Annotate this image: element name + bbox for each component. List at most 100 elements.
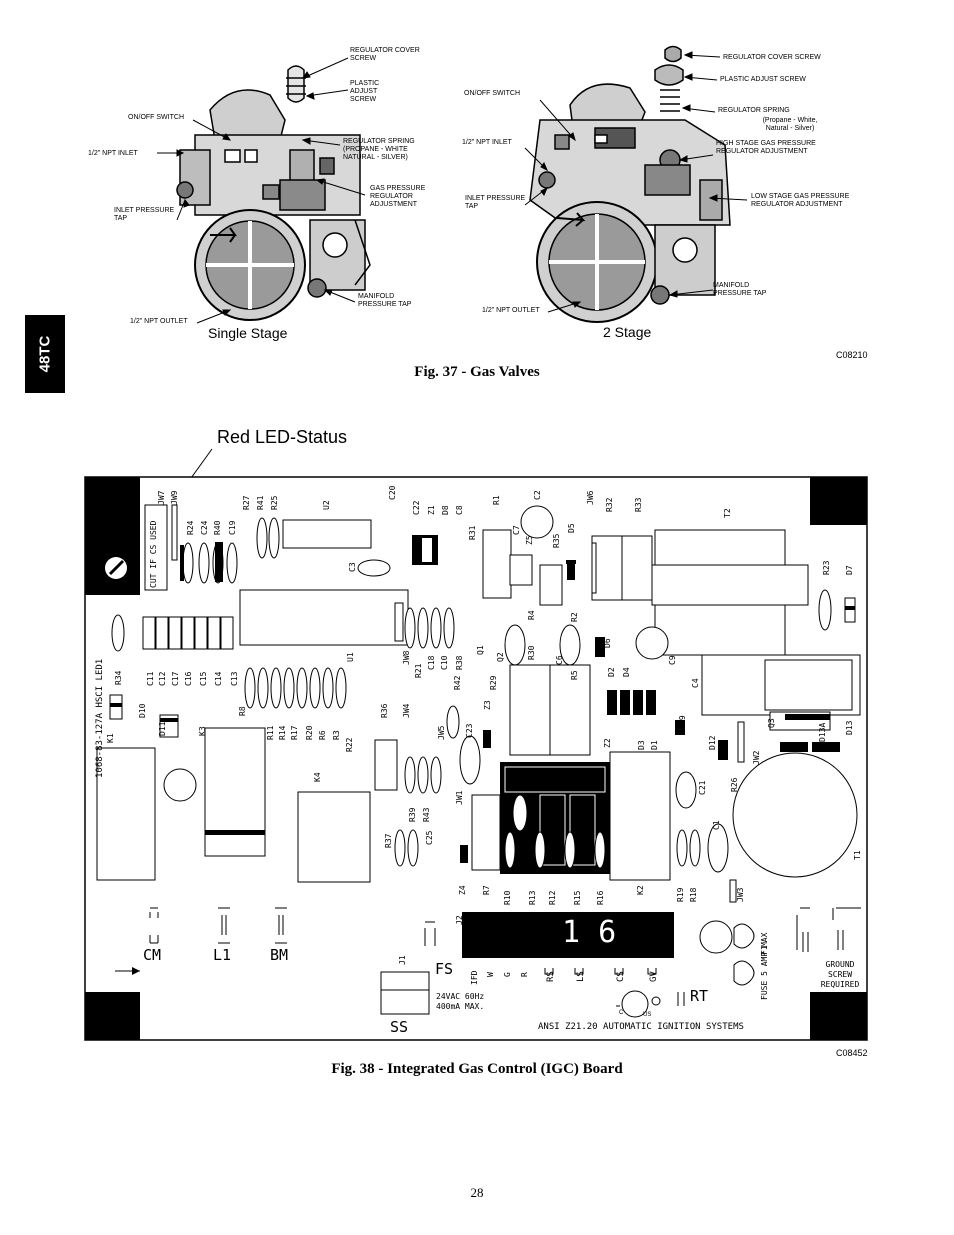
csa-c: C [619, 1010, 624, 1016]
designator-d1: D1 [650, 740, 659, 750]
label-npt-outlet: 1/2" NPT OUTLET [130, 318, 188, 325]
designator-d5: D5 [567, 523, 576, 533]
designator-c2: C2 [533, 490, 542, 500]
label-2s-high-stage: HIGH STAGE GAS PRESSURE REGULATOR ADJUST… [716, 140, 816, 155]
designator-c15: C15 [199, 671, 208, 686]
designator-d6: D6 [603, 638, 612, 648]
designator-c16: C16 [184, 671, 193, 686]
transformer-note: 24VAC 60Hz 400mA MAX. [436, 992, 485, 1011]
two-stage-title: 2 Stage [603, 324, 652, 340]
designator-c17: C17 [171, 671, 180, 686]
board-part-number: 1068-83-127A HSCI LED1 [95, 658, 105, 778]
certification-text: ANSI Z21.20 AUTOMATIC IGNITION SYSTEMS [538, 1022, 744, 1032]
section-tab: 48TC [25, 315, 65, 393]
designator-z1: Z1 [427, 505, 436, 515]
designator-c12: C12 [158, 671, 167, 686]
pin-ls: LS [576, 971, 586, 982]
designator-r42: R42 [453, 675, 462, 690]
designator-r30: R30 [527, 645, 536, 660]
single-stage-title: Single Stage [208, 325, 288, 341]
designator-c22: C22 [412, 500, 421, 515]
fig38-caption: Fig. 38 - Integrated Gas Control (IGC) B… [331, 1061, 623, 1077]
designator-r22: R22 [345, 737, 354, 752]
designator-z3: Z3 [483, 700, 492, 710]
label-on-off-switch: ON/OFF SWITCH [128, 114, 184, 121]
designator-r12: R12 [548, 890, 557, 905]
designator-r15: R15 [573, 890, 582, 905]
ground-screw-label: GROUND SCREW REQUIRED [820, 960, 860, 989]
designator-d13: D13 [845, 720, 854, 735]
gas-valves-illustration [157, 45, 748, 324]
designator-r2: R2 [570, 612, 579, 622]
designator-d2: D2 [607, 667, 616, 677]
pin-cs: CS [616, 971, 626, 982]
designator-r27: R27 [242, 495, 251, 510]
designator-r20: R20 [305, 725, 314, 740]
designator-d4: D4 [622, 667, 631, 677]
pin-ifd: IFD [470, 970, 479, 985]
designator-d10: D10 [138, 703, 147, 718]
designator-r14: R14 [278, 725, 287, 740]
designator-jw1: JW1 [455, 790, 464, 805]
designator-r29: R29 [489, 675, 498, 690]
terminal-fs: FS [435, 960, 454, 978]
fig38-code: C08452 [836, 1048, 868, 1058]
designator-jw6: JW6 [586, 490, 595, 505]
designator-c24: C24 [200, 520, 209, 535]
designator-r34: R34 [114, 670, 123, 685]
label-2s-regulator-spring: REGULATOR SPRING [718, 107, 790, 114]
fig37-code: C08210 [836, 350, 868, 360]
label-2s-inlet-pressure-tap: INLET PRESSURE TAP [465, 195, 526, 210]
fig37-caption: Fig. 37 - Gas Valves [414, 364, 540, 380]
designator-r8: R8 [238, 706, 247, 716]
designator-r9: R9 [515, 840, 524, 850]
label-2s-plastic-adjust-screw: PLASTIC ADJUST SCREW [720, 76, 806, 83]
designator-r6: R6 [318, 730, 327, 740]
label-2s-npt-inlet: 1/2" NPT INLET [462, 139, 512, 146]
board-digits: 1 6 [562, 915, 617, 950]
designator-jw2: JW2 [752, 750, 761, 765]
designator-r40: R40 [213, 520, 222, 535]
designator-z4: Z4 [458, 885, 467, 895]
label-2s-on-off-switch: ON/OFF SWITCH [464, 90, 520, 97]
designator-j1: J1 [398, 955, 407, 965]
label-2s-npt-outlet: 1/2" NPT OUTLET [482, 307, 540, 314]
designator-r18: R18 [689, 887, 698, 902]
designator-r39: R39 [408, 807, 417, 822]
label-regulator-spring: REGULATOR SPRING (PROPANE - WHITE NATURA… [343, 138, 415, 161]
designator-r5: R5 [570, 670, 579, 680]
cut-if-cs-used-label: CUT IF CS USED [149, 520, 158, 588]
designator-c21: C21 [698, 780, 707, 795]
designator-d11: D11 [158, 721, 167, 736]
designator-r19: R19 [676, 887, 685, 902]
label-2s-regulator-spring-note: (Propane - White, Natural - Silver) [762, 117, 818, 132]
designator-jw8: JW8 [402, 650, 411, 665]
designator-d8: D8 [441, 505, 450, 515]
terminal-l1: L1 [213, 946, 232, 964]
designator-jw4: JW4 [402, 703, 411, 718]
single-stage-leaders [157, 57, 366, 324]
designator-r35: R35 [552, 533, 561, 548]
label-npt-inlet: 1/2" NPT INLET [88, 150, 138, 157]
designator-r31: R31 [468, 525, 477, 540]
designator-c8: C8 [455, 505, 464, 515]
designator-c25: C25 [425, 830, 434, 845]
designator-r3: R3 [332, 730, 341, 740]
pin-g: G [503, 972, 512, 977]
designator-r37: R37 [384, 833, 393, 848]
designator-r23: R23 [822, 560, 831, 575]
designator-k3: K3 [198, 726, 207, 736]
designator-r26: R26 [730, 777, 739, 792]
designator-jw9: JW9 [170, 490, 179, 505]
designator-c1: C1 [712, 820, 721, 830]
designator-r33: R33 [634, 497, 643, 512]
designator-r36: R36 [380, 703, 389, 718]
designator-r41: R41 [256, 495, 265, 510]
designator-c6: C6 [555, 655, 564, 665]
two-stage-valve-drawing [529, 45, 731, 323]
designator-r11: R11 [266, 725, 275, 740]
designator-r10: R10 [503, 890, 512, 905]
designator-d9: D9 [678, 715, 687, 725]
designator-c3: C3 [348, 562, 357, 572]
